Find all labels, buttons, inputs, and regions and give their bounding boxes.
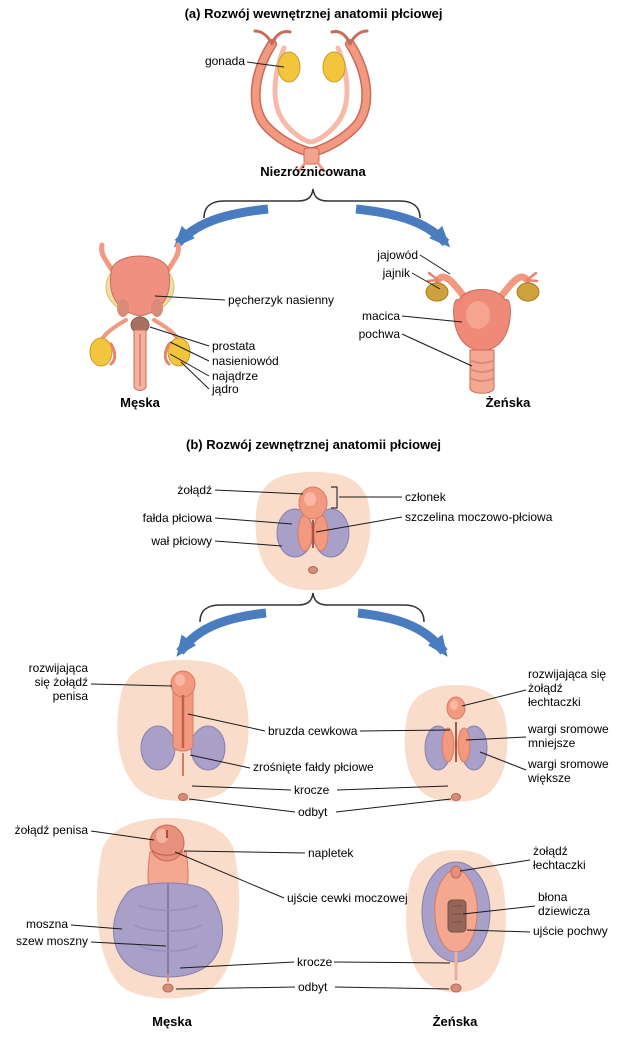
panel-b-title: (b) Rozwój zewnętrznej anatomii płciowej: [186, 437, 441, 452]
label-wargi-mniejsze: wargi sromowe mniejsze: [528, 722, 609, 750]
label-ujscie-cewki: ujście cewki moczowej: [287, 891, 408, 905]
panel-a-title: (a) Rozwój wewnętrznej anatomii płciowej: [184, 6, 443, 21]
divergence-brace-a: [203, 188, 421, 219]
caption-undifferentiated: Niezróżnicowana: [260, 164, 366, 179]
label-nasieniowod: nasieniowód: [212, 354, 279, 368]
caption-male-b: Męska: [152, 1014, 192, 1029]
leader-lines: [70, 61, 536, 990]
developed-female-illustration: [406, 850, 506, 993]
label-czlonek: członek: [405, 490, 446, 504]
label-jadro: jądro: [212, 382, 239, 396]
caption-male-a: Męska: [120, 395, 160, 410]
label-macica: macica: [361, 309, 400, 323]
diverge-arrow-right-a: [355, 204, 451, 248]
label-moszna: moszna: [25, 917, 68, 931]
developing-male-illustration: [117, 660, 249, 801]
divergence-brace-b: [199, 592, 425, 623]
developing-female-illustration: [404, 685, 508, 802]
label-wal-plciowy: wał płciowy: [151, 534, 212, 548]
label-najadrze: najądrze: [212, 369, 259, 383]
undifferentiated-external-illustration: [255, 472, 371, 591]
label-jajnik: jajnik: [382, 266, 410, 280]
undifferentiated-internal-illustration: [250, 29, 372, 173]
diverge-arrow-right-b: [357, 608, 448, 657]
diverge-arrow-left-a: [173, 204, 269, 248]
diverge-arrow-left-b: [176, 608, 267, 657]
label-szczelina: szczelina moczowo-płciowa: [405, 510, 553, 524]
label-blona-dziewicza: błona dziewicza: [538, 890, 591, 918]
label-jajowod: jajowód: [377, 248, 418, 262]
caption-female-b: Żeńska: [432, 1014, 478, 1029]
label-ujscie-pochwy: ujście pochwy: [533, 924, 608, 938]
label-zoladz-lechtaczki: żołądź łechtaczki: [533, 844, 586, 872]
label-krocze-middle: krocze: [294, 783, 330, 797]
czlonek-bracket: [331, 486, 338, 509]
developed-male-illustration: [96, 818, 240, 999]
label-prostata: prostata: [212, 339, 256, 353]
label-falda-plciowa: fałda płciowa: [142, 511, 212, 525]
label-zoladz: żołądź: [177, 483, 212, 497]
female-internal-illustration: [425, 271, 540, 394]
label-bruzda-cewkowa: bruzda cewkowa: [268, 724, 358, 738]
label-pecherzyk-nasienny: pęcherzyk nasienny: [228, 293, 335, 307]
label-zoladz-penisa: żołądź penisa: [14, 823, 88, 837]
label-krocze-bottom: krocze: [297, 955, 333, 969]
male-internal-illustration: [89, 242, 191, 391]
label-gonada: gonada: [204, 54, 245, 68]
label-napletek: napletek: [308, 846, 354, 860]
label-wargi-wieksze: wargi sromowe większe: [528, 757, 609, 785]
label-odbyt-bottom: odbyt: [298, 980, 328, 994]
label-szew-moszny: szew moszny: [15, 934, 88, 948]
caption-female-a: Żeńska: [485, 395, 531, 410]
label-rozwijajaca-zoladz-penisa: rozwijająca się żołądź penisa: [28, 661, 88, 703]
label-zrosniete-faldy: zrośnięte fałdy płciowe: [253, 760, 374, 774]
label-rozwijajaca-zoladz-lechtaczki: rozwijająca się żołądź łechtaczki: [528, 667, 607, 709]
label-odbyt-middle: odbyt: [298, 805, 328, 819]
label-pochwa: pochwa: [358, 327, 400, 341]
